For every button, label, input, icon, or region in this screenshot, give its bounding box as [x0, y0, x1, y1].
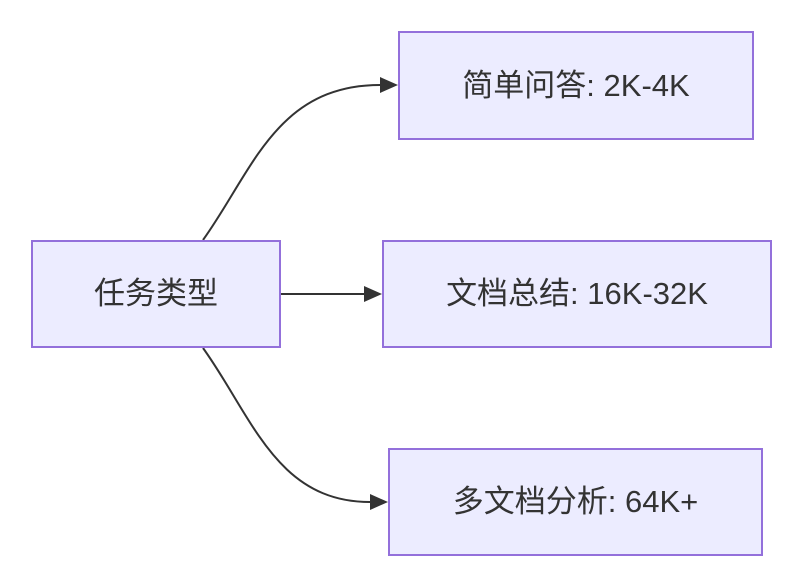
arrowhead-icon: [370, 494, 388, 510]
node-doc-summary-label: 文档总结: 16K-32K: [446, 276, 708, 312]
edge-task-type-to-multi-doc-analysis: [202, 347, 371, 503]
node-multi-doc-analysis: 多文档分析: 64K+: [388, 448, 763, 556]
node-doc-summary: 文档总结: 16K-32K: [382, 240, 772, 348]
edge-task-type-to-simple-qa: [202, 84, 381, 241]
node-task-type-label: 任务类型: [94, 276, 218, 312]
node-task-type: 任务类型: [31, 240, 281, 348]
node-simple-qa-label: 简单问答: 2K-4K: [462, 67, 690, 103]
node-simple-qa: 简单问答: 2K-4K: [398, 31, 754, 140]
node-multi-doc-analysis-label: 多文档分析: 64K+: [452, 484, 699, 520]
arrowhead-icon: [380, 77, 398, 93]
arrowhead-icon: [364, 286, 382, 302]
